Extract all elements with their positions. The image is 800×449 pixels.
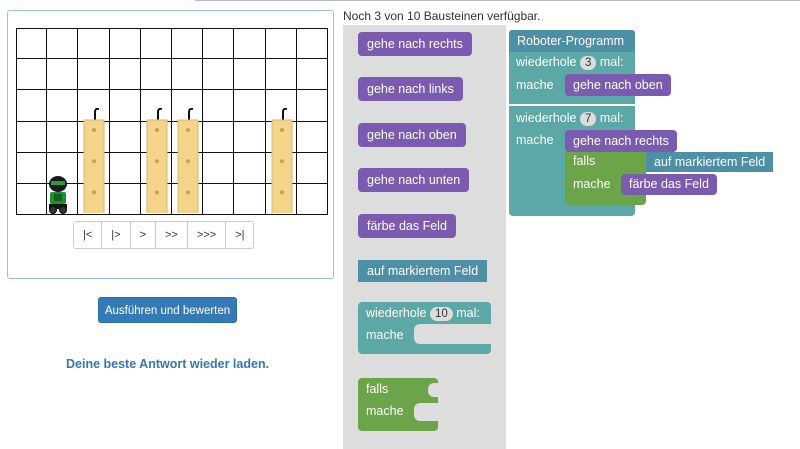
program-start-block[interactable]: Roboter-Programm [509,30,635,52]
grid-cell [109,121,141,153]
marked-bar [177,107,199,214]
grid-cell [234,152,266,184]
grid-cell [265,184,297,216]
nav-next-button[interactable]: > [130,222,156,248]
if-do-slot [414,403,438,421]
grid-cell [234,90,266,122]
nav-last-button[interactable]: >| [226,222,254,248]
repeat-label: wiederhole 10 mal: [366,306,480,321]
grid-cell [78,184,110,216]
grid-cell [78,59,110,91]
loop2-count-field[interactable]: 7 [579,112,597,126]
grid-cell [234,59,266,91]
grid-cell [234,184,266,216]
robot-icon [49,176,67,214]
grid-cell [109,28,141,60]
top-divider [195,0,800,1]
grid-cell [203,184,235,216]
grid-cell [16,59,48,91]
program-if-do-label: mache [573,177,611,191]
nav-step-button[interactable]: |> [102,222,131,248]
nav-fast-button[interactable]: >> [156,222,188,248]
program-move-right-block[interactable]: gehe nach rechts [565,130,677,152]
grid-cell [16,90,48,122]
if-label: falls [366,382,389,396]
grid-cell [140,59,172,91]
grid-cell [234,28,266,60]
grid-cell [296,184,328,216]
loop1-do-label: mache [516,78,554,92]
grid-cell [172,28,204,60]
step-navigation: |< |> > >> >>> >| [73,221,255,249]
program-move-up-block[interactable]: gehe nach oben [565,74,671,96]
grid-cell [203,28,235,60]
grid-cell [296,90,328,122]
grid-cell [16,152,48,184]
grid-cell [296,121,328,153]
toolbox-move-down-block[interactable]: gehe nach unten [358,168,470,192]
grid-cell [47,90,79,122]
grid-cell [203,121,235,153]
blocks-available-text: Noch 3 von 10 Bausteinen verfügbar. [343,9,541,23]
repeat-count-field[interactable]: 10 [429,307,453,321]
toolbox-repeat-block[interactable]: wiederhole 10 mal: mache [358,302,491,354]
grid-cell [47,28,79,60]
toolbox-paint-block[interactable]: färbe das Feld [358,214,456,238]
grid-cell [78,28,110,60]
grid-cell [109,59,141,91]
if-do-label: mache [366,404,404,418]
grid-cell [140,28,172,60]
toolbox-move-up-block[interactable]: gehe nach oben [358,123,466,147]
loop1-label: wiederhole 3 mal: [516,55,624,70]
grid-cell [47,59,79,91]
grid-cell [140,184,172,216]
grid-cell [296,28,328,60]
grid-cell [47,121,79,153]
repeat-slot [414,324,491,344]
grid-cell [203,152,235,184]
grid-cell [109,152,141,184]
grid-cell [265,59,297,91]
grid-cell [203,90,235,122]
if-condition-socket [428,383,438,397]
grid-cell [296,59,328,91]
grid-cell [16,28,48,60]
grid-cell [172,59,204,91]
nav-faster-button[interactable]: >>> [187,222,227,248]
grid-cell [109,90,141,122]
reload-best-answer-link[interactable]: Deine beste Antwort wieder laden. [66,357,270,371]
marked-bar [83,107,105,214]
grid-cell [234,121,266,153]
program-on-marked-block[interactable]: auf markiertem Feld [646,152,774,172]
grid-cell [16,184,48,216]
grid-cell [47,184,79,216]
program-paint-block[interactable]: färbe das Feld [621,174,717,195]
toolbox-on-marked-block[interactable]: auf markiertem Feld [358,260,488,282]
grid-cell [265,28,297,60]
marked-bar [271,107,293,214]
grid-cell [16,121,48,153]
grid-cell [203,59,235,91]
program-if-label: falls [573,154,596,168]
grid-cell [109,184,141,216]
repeat-do-label: mache [366,328,404,342]
toolbox-move-right-block[interactable]: gehe nach rechts [358,32,472,56]
toolbox-move-left-block[interactable]: gehe nach links [358,77,463,101]
grid-cell [172,184,204,216]
loop1-count-field[interactable]: 3 [579,56,597,70]
loop2-do-label: mache [516,133,554,147]
nav-first-button[interactable]: |< [74,222,103,248]
marked-bar [146,107,168,214]
toolbox-if-block[interactable]: falls mache [358,378,438,431]
loop2-label: wiederhole 7 mal: [516,111,624,126]
run-and-evaluate-button[interactable]: Ausführen und bewerten [98,297,237,323]
grid-cell [296,152,328,184]
